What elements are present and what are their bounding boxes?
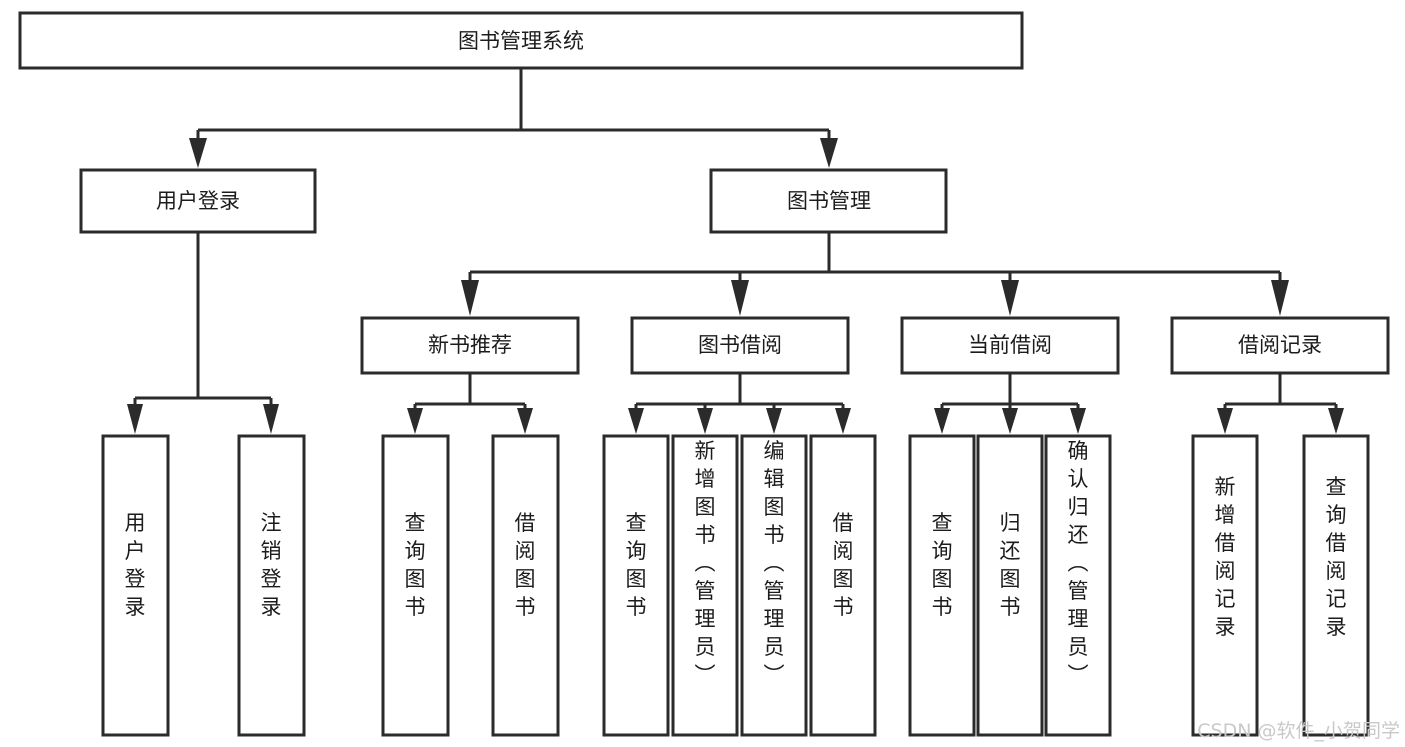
node-book-management[interactable]: 图书管理 [709, 168, 948, 234]
node-root-label: 图书管理系统 [458, 29, 584, 53]
node-book-management-box [709, 168, 948, 234]
leaf-node[interactable]: 确认归还︵管理员︶ [1044, 434, 1112, 737]
leaf-node[interactable]: 归还图书 [976, 434, 1044, 737]
arrow-head-to-book-manage [820, 138, 838, 168]
leaf-logout-box [237, 434, 306, 737]
leaf-node[interactable]: 查询借阅记录 [1302, 434, 1370, 737]
leaf-node[interactable]: 用户登录 [101, 434, 170, 737]
leaf-bb-edit-book-label: 编辑图书︵管理员︶ [764, 439, 785, 687]
arrow-head-leaf-newbook-1 [407, 408, 423, 434]
node-current-borrow[interactable]: 当前借阅 [900, 316, 1120, 375]
node-current-borrow-box [900, 316, 1120, 375]
node-current-borrow-label: 当前借阅 [968, 333, 1052, 357]
leaf-nb-query-book-label: 查询图书 [405, 511, 426, 619]
arrow-head-leaf-user-login-1 [127, 404, 143, 434]
arrow-head-leaf-currentborrow-2 [1002, 408, 1018, 434]
node-new-book-recommend-label: 新书推荐 [428, 333, 512, 357]
leaf-bb-query-book-label: 查询图书 [626, 511, 647, 619]
leaf-node[interactable]: 编辑图书︵管理员︶ [740, 434, 808, 737]
leaf-nb-query-book-box [381, 434, 450, 737]
leaf-logout-label: 注销登录 [261, 511, 282, 619]
arrow-head-to-borrow-record [1271, 280, 1289, 316]
node-root-book-management-system[interactable]: 图书管理系统 [18, 11, 1024, 70]
leaf-node[interactable]: 注销登录 [237, 434, 306, 737]
arrow-head-leaf-bookborrow-4 [835, 408, 851, 434]
node-user-login-box [79, 168, 317, 234]
arrow-head-leaf-bookborrow-2 [697, 408, 713, 434]
arrow-head-to-current-borrow [1001, 280, 1019, 316]
leaf-cb-return-book-box [976, 434, 1044, 737]
arrow-head-leaf-bookborrow-3 [766, 408, 782, 434]
leaf-node[interactable]: 查询图书 [381, 434, 450, 737]
leaf-cb-query-book-box [908, 434, 976, 737]
leaf-br-query-record-label: 查询借阅记录 [1326, 475, 1347, 639]
node-borrow-record-label: 借阅记录 [1238, 333, 1322, 357]
connector-layer [127, 68, 1344, 434]
node-user-login-label: 用户登录 [156, 189, 240, 213]
leaf-bb-edit-book-box [740, 434, 808, 737]
leaf-bb-query-book-box [602, 434, 670, 737]
leaf-bb-add-book-box [671, 434, 739, 737]
leaf-br-add-record-label: 新增借阅记录 [1215, 475, 1236, 639]
leaf-node[interactable]: 查询图书 [908, 434, 976, 737]
leaf-node[interactable]: 借阅图书 [809, 434, 877, 737]
leaf-bb-add-book-label: 新增图书︵管理员︶ [695, 439, 716, 687]
leaf-bb-borrow-book-label: 借阅图书 [833, 511, 854, 619]
arrow-head-leaf-borrowrecord-2 [1328, 408, 1344, 434]
leaf-nb-borrow-book-box [491, 434, 560, 737]
node-user-login[interactable]: 用户登录 [79, 168, 317, 234]
arrow-head-leaf-borrowrecord-1 [1217, 408, 1233, 434]
leaf-bb-borrow-book-box [809, 434, 877, 737]
node-root-box [18, 11, 1024, 70]
leaf-cb-confirm-return-label: 确认归还︵管理员︶ [1068, 439, 1089, 687]
watermark-label: CSDN @软件_小贺同学 [1197, 720, 1400, 742]
leaf-cb-query-book-label: 查询图书 [932, 511, 953, 619]
arrow-head-leaf-newbook-2 [517, 408, 533, 434]
leaf-node[interactable]: 新增图书︵管理员︶ [671, 434, 739, 737]
node-new-book-recommend-box [360, 316, 580, 375]
arrow-head-to-book-borrow [731, 280, 749, 316]
leaf-user-login-box [101, 434, 170, 737]
leaf-cb-return-book-label: 归还图书 [1000, 511, 1021, 619]
arrow-head-to-new-book [461, 280, 479, 316]
arrow-head-leaf-currentborrow-3 [1070, 408, 1086, 434]
leaf-node[interactable]: 查询图书 [602, 434, 670, 737]
node-book-borrow[interactable]: 图书借阅 [630, 316, 850, 375]
leaf-node[interactable]: 新增借阅记录 [1191, 434, 1259, 737]
arrow-head-to-user-login [189, 138, 207, 168]
arrow-head-leaf-user-login-2 [263, 404, 279, 434]
leaf-cb-confirm-return-box [1044, 434, 1112, 737]
leaf-br-add-record-box [1191, 434, 1259, 737]
node-new-book-recommend[interactable]: 新书推荐 [360, 316, 580, 375]
node-borrow-record-box [1170, 316, 1390, 375]
node-book-borrow-label: 图书借阅 [698, 333, 782, 357]
node-book-management-label: 图书管理 [787, 189, 871, 213]
node-book-borrow-box [630, 316, 850, 375]
leaf-nb-borrow-book-label: 借阅图书 [515, 511, 536, 619]
leaf-br-query-record-box [1302, 434, 1370, 737]
node-borrow-record[interactable]: 借阅记录 [1170, 316, 1390, 375]
leaf-user-login-label: 用户登录 [125, 511, 146, 619]
arrow-head-leaf-bookborrow-1 [628, 408, 644, 434]
arrow-head-leaf-currentborrow-1 [934, 408, 950, 434]
leaf-node[interactable]: 借阅图书 [491, 434, 560, 737]
